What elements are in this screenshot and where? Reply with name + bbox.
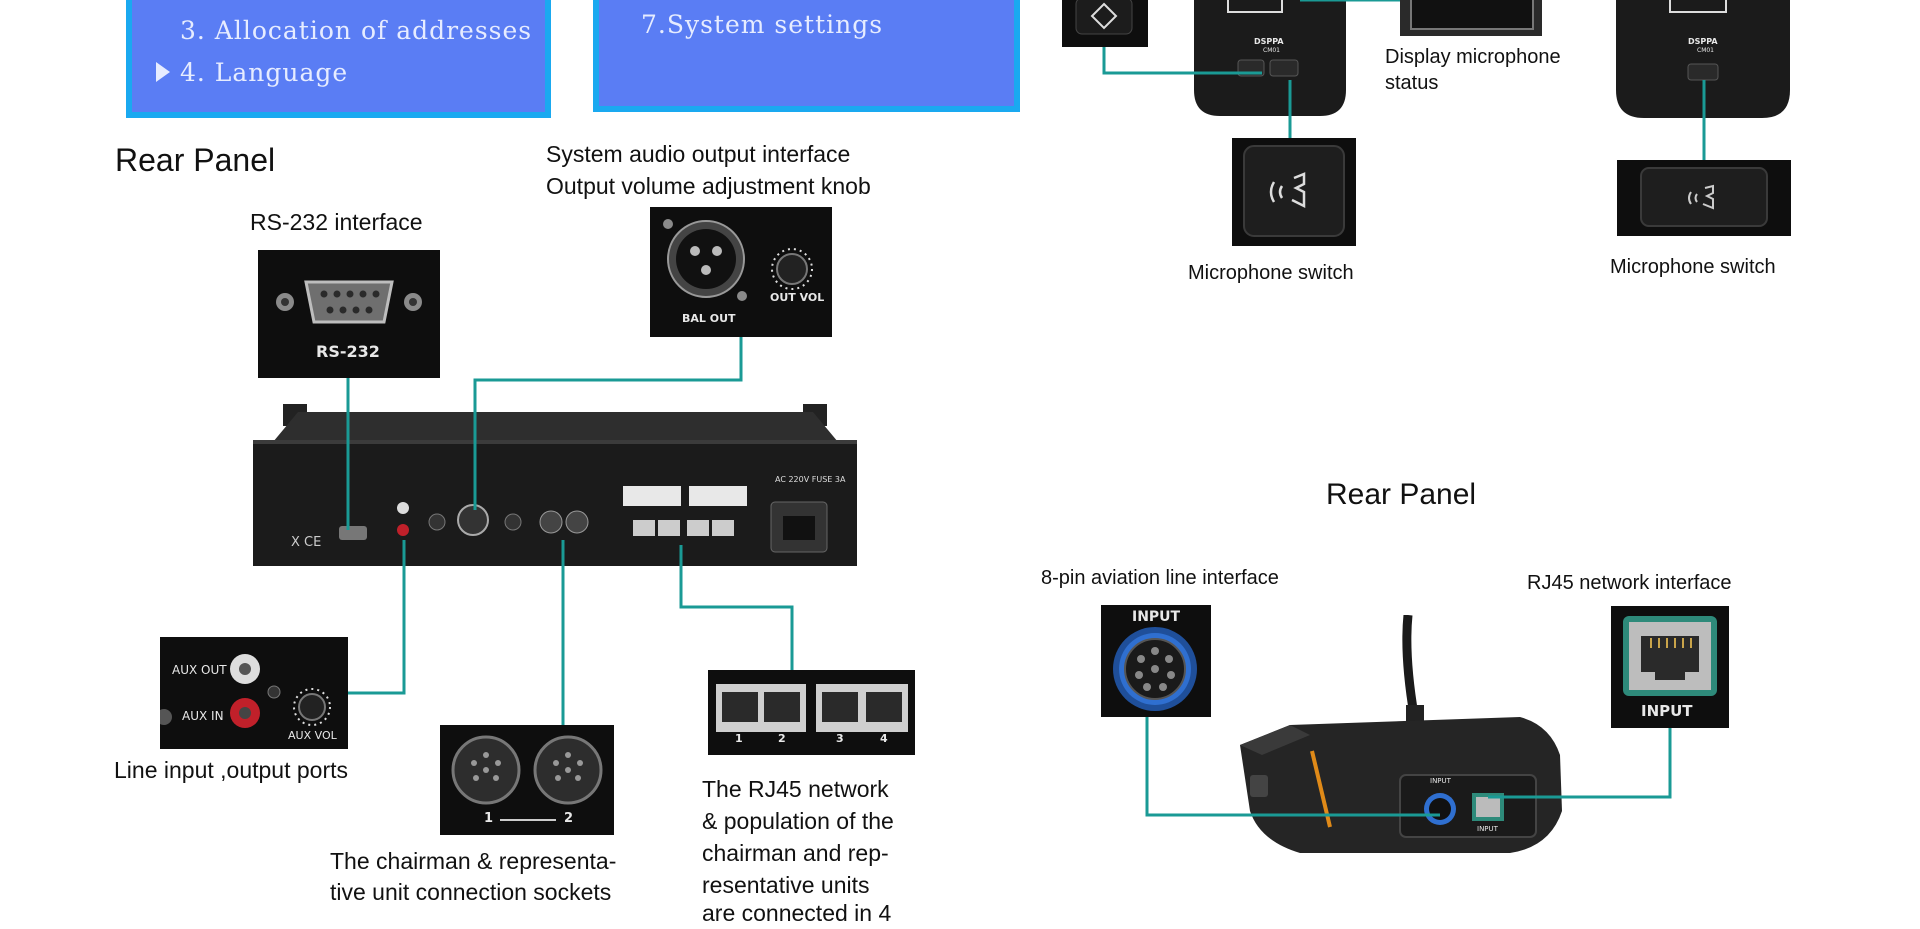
rear-panel-heading-right: Rear Panel — [1326, 478, 1477, 511]
microphone-speaking-icon — [1269, 172, 1306, 209]
din-sockets-closeup: 1 2 — [440, 725, 614, 835]
menu-item-language: 4. Language — [180, 58, 349, 87]
chairman-unit-body: DSPPA CM01 — [1188, 0, 1352, 120]
label-audio-output-interface: System audio output interface — [546, 141, 851, 167]
lcd-menu-screen-right: 7.System settings — [593, 0, 1020, 112]
rj45-ports-closeup: 1 2 3 4 — [708, 670, 915, 755]
diamond-button-icon — [1075, 0, 1133, 35]
rj45-port-icon — [1623, 616, 1717, 696]
aux-volume-knob-icon — [293, 688, 331, 726]
menu-item-allocation: 3. Allocation of addresses — [180, 16, 533, 45]
label-mic-switch-b: Microphone switch — [1610, 256, 1776, 278]
label-rj45-network-interface: RJ45 network interface — [1527, 572, 1732, 594]
rj45-number-1: 1 — [735, 732, 743, 745]
din-socket-icon — [451, 735, 603, 821]
aux-vol-printed-label: AUX VOL — [288, 729, 337, 742]
label-display-mic-status-line1: Display microphone — [1385, 46, 1561, 68]
main-unit-rear-view: X CE AC 220V FUSE 3A — [253, 400, 857, 568]
label-rj45-line5: are connected in 4 — [702, 900, 892, 926]
xlr-connector-icon — [663, 219, 747, 301]
model-label-unit-a: CM01 — [1263, 47, 1281, 54]
bal-out-printed-label: BAL OUT — [682, 312, 736, 325]
mic-button-closeup-top — [1062, 0, 1148, 47]
lcd-menu-screen-left: 3. Allocation of addresses 4. Language — [126, 0, 551, 118]
label-unit-sockets-line1: The chairman & representa- — [330, 848, 617, 874]
label-rs232-interface: RS-232 interface — [250, 209, 423, 235]
aviation-input-closeup: INPUT — [1101, 605, 1211, 717]
brand-label-unit-b: DSPPA — [1688, 37, 1718, 46]
bal-out-port-closeup: BAL OUT OUT VOL — [650, 207, 832, 337]
triangle-pointer-icon — [156, 62, 170, 82]
representative-unit-body: DSPPA CM01 — [1610, 0, 1796, 122]
base-input-label-b: INPUT — [1477, 825, 1498, 833]
out-vol-printed-label: OUT VOL — [770, 291, 825, 304]
rj45-number-4: 4 — [880, 732, 888, 745]
rs232-port-closeup: RS-232 — [258, 250, 440, 378]
din-number-2: 2 — [564, 811, 574, 826]
label-8pin-aviation-interface: 8-pin aviation line interface — [1041, 567, 1279, 589]
ce-mark-icon: X CE — [291, 535, 321, 550]
label-unit-sockets-line2: tive unit connection sockets — [330, 879, 612, 905]
aviation-connector-icon — [1113, 627, 1197, 711]
base-input-label-a: INPUT — [1430, 777, 1451, 785]
brand-label-unit-a: DSPPA — [1254, 37, 1284, 46]
label-rj45-line4: resentative units — [702, 872, 870, 898]
rear-panel-heading-left: Rear Panel — [115, 142, 276, 178]
aux-in-printed-label: AUX IN — [182, 709, 224, 723]
label-output-volume-knob: Output volume adjustment knob — [546, 173, 871, 199]
rj45-port-icon — [716, 684, 908, 732]
rj45-input-printed-label: INPUT — [1641, 702, 1693, 720]
aviation-input-printed-label: INPUT — [1132, 609, 1181, 625]
aux-out-printed-label: AUX OUT — [172, 663, 227, 677]
label-display-mic-status-line2: status — [1385, 72, 1439, 94]
rj45-number-2: 2 — [778, 732, 786, 745]
display-screen-closeup — [1400, 0, 1542, 36]
label-line-io-ports: Line input ,output ports — [114, 757, 348, 783]
mic-switch-closeup-b — [1617, 160, 1791, 236]
desk-microphone-base: INPUT INPUT — [1230, 614, 1570, 865]
model-label-unit-b: CM01 — [1697, 47, 1715, 54]
db9-connector-icon — [276, 280, 422, 324]
rj45-input-closeup: INPUT — [1611, 606, 1729, 728]
aux-ports-closeup: AUX OUT AUX IN AUX VOL — [156, 637, 348, 749]
rca-jack-icon — [230, 654, 260, 728]
menu-item-system-settings: 7.System settings — [641, 10, 884, 39]
label-rj45-line2: & population of the — [702, 808, 894, 834]
microphone-speaking-icon — [1688, 184, 1714, 210]
rs232-printed-label: RS-232 — [316, 342, 380, 361]
label-mic-switch-a: Microphone switch — [1188, 262, 1354, 284]
mains-printed-label: AC 220V FUSE 3A — [775, 475, 846, 484]
volume-knob-icon — [771, 248, 813, 290]
mic-switch-closeup-a — [1232, 138, 1356, 246]
label-rj45-line1: The RJ45 network — [702, 776, 889, 802]
label-rj45-line3: chairman and rep- — [702, 840, 889, 866]
din-number-1: 1 — [484, 811, 494, 826]
rj45-number-3: 3 — [836, 732, 844, 745]
